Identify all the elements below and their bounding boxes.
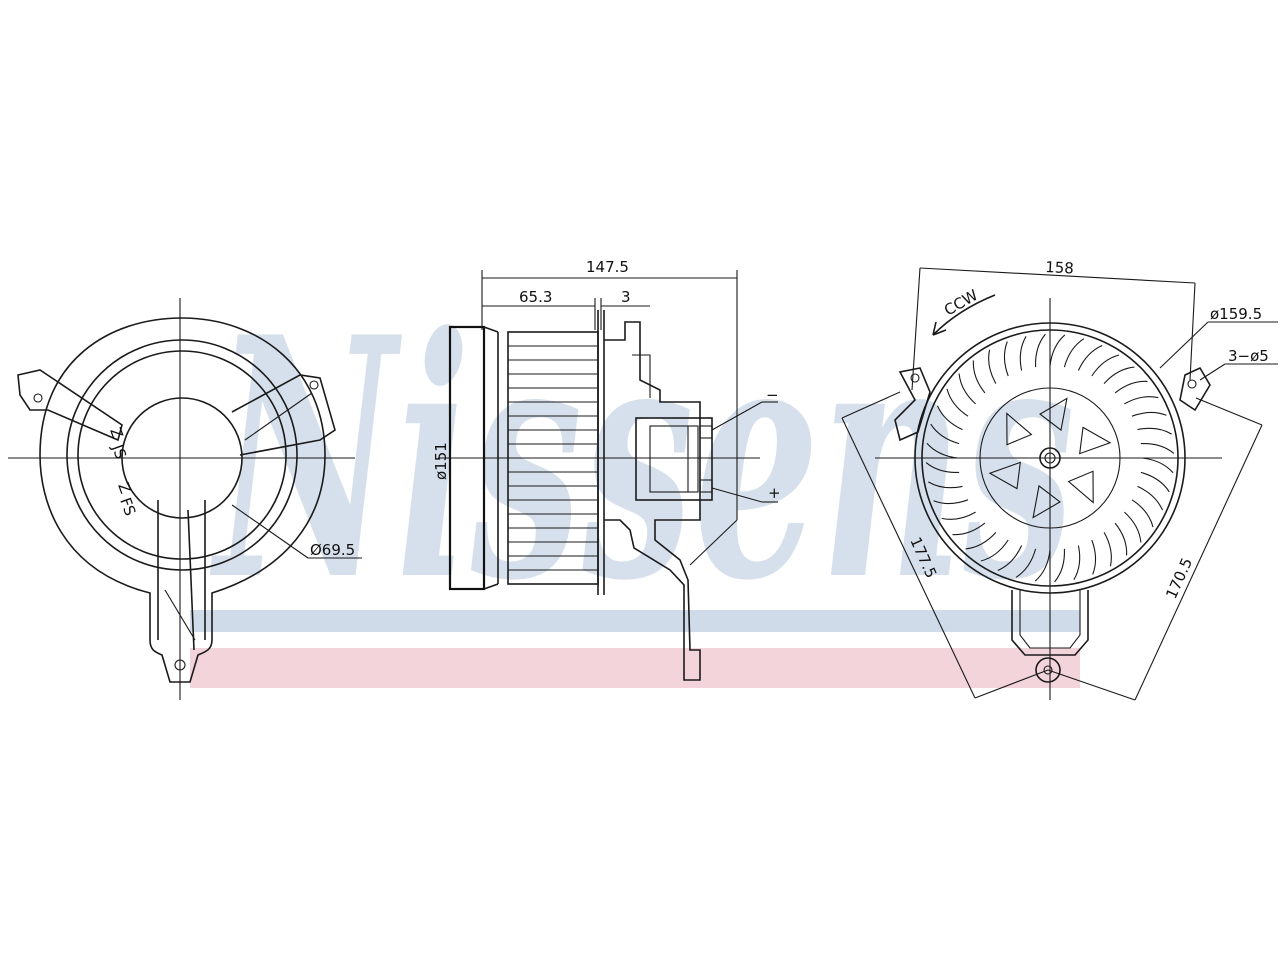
terminal-plus-label: + xyxy=(768,484,781,502)
fan-blade xyxy=(1131,411,1167,417)
fan-blade xyxy=(946,388,969,417)
right-width-label: 158 xyxy=(1045,258,1075,277)
fan-blade xyxy=(1003,341,1009,377)
fan-blade xyxy=(1091,354,1120,377)
fan-blade xyxy=(1054,548,1065,583)
fan-blade xyxy=(997,545,1023,572)
fan-blade xyxy=(1131,499,1154,528)
hub-cutout xyxy=(1079,426,1112,455)
hub-cutout xyxy=(988,461,1021,490)
fan-blade xyxy=(1141,457,1174,474)
fan-blade xyxy=(980,539,1009,562)
holes-label: 3−ø5 xyxy=(1228,347,1269,365)
hub-cutout xyxy=(1039,397,1068,432)
middle-diameter-label: ø151 xyxy=(432,442,450,480)
fan-blade xyxy=(1124,396,1159,405)
fan-blade xyxy=(1114,522,1128,556)
overall-length-label: 147.5 xyxy=(586,258,629,276)
watermark-stripe-blue xyxy=(190,610,1080,632)
fan-blade xyxy=(1103,366,1135,384)
fan-blade xyxy=(1124,511,1142,543)
fan-blade xyxy=(926,442,959,459)
fan-blade xyxy=(933,499,969,505)
fan-blade xyxy=(965,532,997,550)
fan-blade xyxy=(925,462,960,473)
fan-blade xyxy=(1035,333,1046,368)
left-arm-mark-4: FS xyxy=(116,495,139,518)
hub-cutout xyxy=(1067,470,1094,504)
fan-blade xyxy=(1073,545,1081,580)
offset-b-label: 3 xyxy=(621,288,631,306)
fan-blade xyxy=(1140,471,1170,493)
fan-blade xyxy=(1019,336,1027,371)
terminal-minus-label: − xyxy=(766,386,779,404)
offset-a-label: 65.3 xyxy=(519,288,552,306)
left-arm-mark-3: Z xyxy=(114,480,134,496)
watermark: Nissens xyxy=(190,265,1080,688)
fan-blade xyxy=(1114,380,1148,394)
fan-blade xyxy=(1077,344,1103,371)
fan-blade xyxy=(928,481,963,489)
watermark-text: Nissens xyxy=(209,265,1075,653)
fan-blade xyxy=(988,349,997,384)
fan-blades xyxy=(925,333,1175,583)
fan-blade xyxy=(1015,548,1037,578)
fan-blade xyxy=(1063,338,1085,368)
fan-blade xyxy=(941,511,976,520)
fan-blade xyxy=(1034,549,1051,582)
fan-blade xyxy=(936,405,963,431)
hub-cutout xyxy=(1032,484,1061,519)
hub-cutout xyxy=(1006,412,1033,446)
wheel-fins xyxy=(508,345,598,571)
fan-blade xyxy=(972,360,986,394)
fan-blade xyxy=(1140,443,1175,454)
left-diameter-label: Ø69.5 xyxy=(310,541,355,559)
fan-blade xyxy=(930,423,960,445)
left-view: Z JS Z FS Ø69.5 xyxy=(8,298,362,700)
fan-blade xyxy=(1091,539,1097,575)
middle-view: 147.5 65.3 3 − + ø151 xyxy=(432,258,781,681)
outer-diameter-label: ø159.5 xyxy=(1210,305,1262,323)
fan-blade xyxy=(1137,427,1172,435)
left-arm-mark-2: JS xyxy=(108,441,130,461)
fan-blade xyxy=(1103,532,1112,567)
watermark-stripe-red xyxy=(190,648,1080,688)
fan-blade xyxy=(952,522,986,536)
fan-blade xyxy=(1049,334,1066,367)
fan-blade xyxy=(1137,485,1164,511)
fan-blade xyxy=(958,373,976,405)
